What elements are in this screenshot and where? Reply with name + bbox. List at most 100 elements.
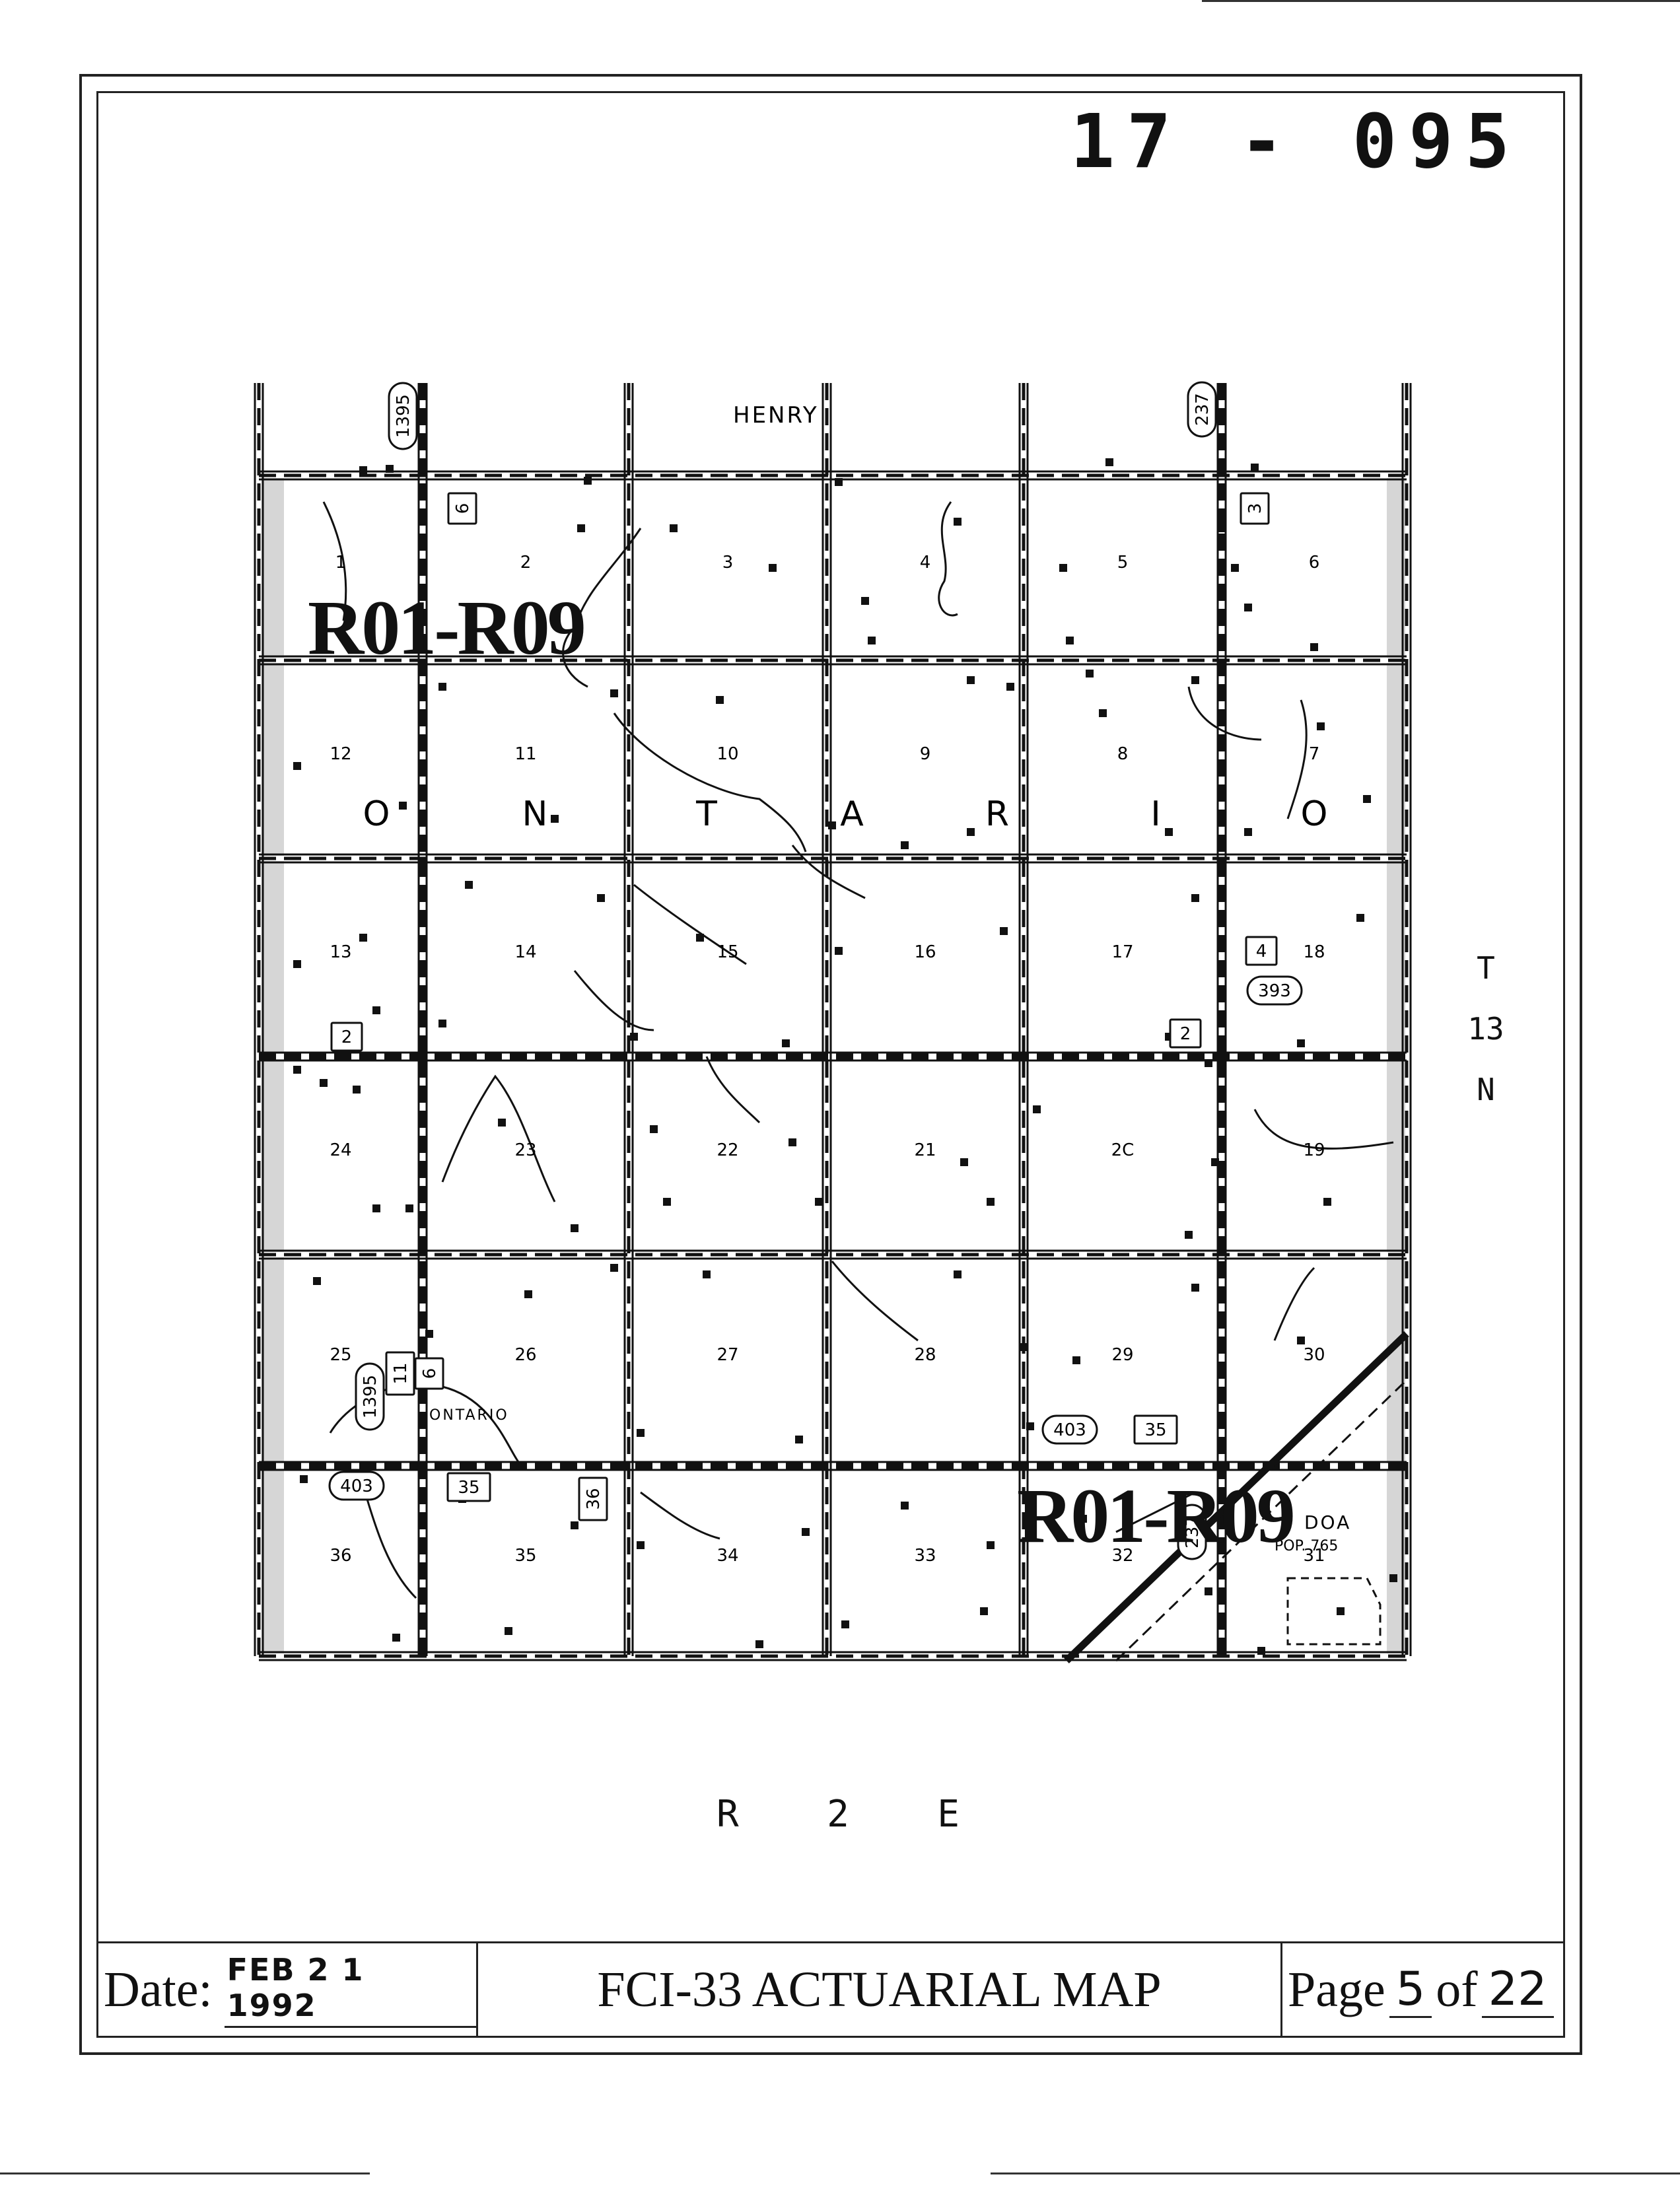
building-marker bbox=[795, 1436, 803, 1443]
building-marker bbox=[571, 1521, 578, 1529]
building-marker bbox=[1211, 1158, 1219, 1166]
building-marker bbox=[1020, 1343, 1028, 1351]
section-number: 1 bbox=[335, 553, 347, 573]
scan-line-bottom-right bbox=[991, 2172, 1680, 2174]
route-shield bbox=[355, 1362, 385, 1431]
building-marker bbox=[835, 947, 843, 955]
route-shield bbox=[1187, 381, 1217, 438]
outer-frame bbox=[79, 74, 1582, 2055]
section-number: 34 bbox=[717, 1546, 738, 1566]
section-number: 7 bbox=[1309, 744, 1320, 764]
route-shield bbox=[447, 492, 477, 525]
building-marker bbox=[987, 1541, 995, 1549]
section-number: 22 bbox=[717, 1140, 738, 1160]
building-marker bbox=[1297, 1337, 1305, 1344]
stream-line bbox=[791, 845, 866, 899]
section-number: 15 bbox=[717, 942, 738, 962]
scan-line-top bbox=[1202, 0, 1680, 2]
stream-line bbox=[573, 970, 654, 1031]
stream-line bbox=[322, 501, 347, 621]
building-marker bbox=[293, 960, 301, 968]
section-number: 5 bbox=[1117, 553, 1129, 573]
of-label: of bbox=[1436, 1961, 1478, 2017]
stream-line bbox=[705, 1056, 761, 1124]
section-number: 13 bbox=[330, 942, 351, 962]
route-shield-label: 393 bbox=[1258, 981, 1291, 1001]
section-number: 4 bbox=[920, 553, 931, 573]
township-name-letter: N bbox=[522, 794, 548, 834]
building-marker bbox=[1244, 604, 1252, 611]
building-marker bbox=[392, 1634, 400, 1642]
diagonal-road bbox=[1115, 1379, 1408, 1662]
building-marker bbox=[1323, 1198, 1331, 1206]
building-marker bbox=[300, 1475, 308, 1483]
building-marker bbox=[1310, 643, 1318, 651]
building-marker bbox=[663, 1198, 671, 1206]
township-name-letter: I bbox=[1150, 794, 1160, 834]
route-shield-label: 35 bbox=[458, 1478, 479, 1498]
neighbor-township-label: HENRY bbox=[733, 402, 819, 429]
building-marker bbox=[1297, 1039, 1305, 1047]
stream-line bbox=[362, 1485, 417, 1599]
document-number: 17 - 095 bbox=[1070, 99, 1522, 185]
building-marker bbox=[386, 465, 394, 473]
stream-line bbox=[831, 1261, 919, 1342]
edge-shading bbox=[262, 478, 284, 658]
stream-line bbox=[562, 528, 642, 688]
village-label-partial: DOA bbox=[1304, 1511, 1351, 1533]
route-shield-label: 3 bbox=[1245, 503, 1265, 514]
building-marker bbox=[769, 564, 777, 572]
date-label: Date: bbox=[104, 1961, 213, 2017]
footer-row: Date: FEB 2 1 1992 FCI-33 ACTUARIAL MAP … bbox=[98, 1941, 1563, 2036]
building-marker bbox=[1251, 464, 1259, 471]
building-marker bbox=[1165, 828, 1173, 836]
building-marker bbox=[967, 828, 975, 836]
edge-shading bbox=[262, 861, 284, 1054]
building-marker bbox=[1072, 1356, 1080, 1364]
route-shield bbox=[1177, 1504, 1207, 1560]
building-marker bbox=[1205, 1059, 1212, 1067]
building-marker bbox=[637, 1541, 645, 1549]
section-number: 19 bbox=[1303, 1140, 1325, 1160]
section-number: 28 bbox=[914, 1345, 936, 1365]
route-shield bbox=[1240, 492, 1270, 525]
section-number: 10 bbox=[717, 744, 738, 764]
building-marker bbox=[696, 934, 704, 942]
building-marker bbox=[359, 466, 367, 474]
building-marker bbox=[1337, 1607, 1345, 1615]
village-label-ontario: ONTARIO bbox=[429, 1407, 509, 1424]
building-marker bbox=[498, 1119, 506, 1127]
section-number: 30 bbox=[1303, 1345, 1325, 1365]
route-shield-label: 403 bbox=[1053, 1420, 1086, 1440]
building-marker bbox=[670, 524, 678, 532]
building-marker bbox=[828, 821, 836, 829]
building-marker bbox=[954, 518, 962, 526]
map-labels: HENRY ONTARIO DOA POP. 765 bbox=[429, 402, 1351, 1554]
building-marker bbox=[788, 1138, 796, 1146]
map-title: FCI-33 ACTUARIAL MAP bbox=[597, 1961, 1162, 2017]
building-marker bbox=[1006, 683, 1014, 691]
edge-shading bbox=[262, 1469, 284, 1653]
stream-line bbox=[640, 1491, 720, 1540]
route-shield-label: 2 bbox=[341, 1027, 353, 1047]
footer-title-cell: FCI-33 ACTUARIAL MAP bbox=[478, 1943, 1282, 2036]
building-marker bbox=[1191, 1284, 1199, 1292]
route-shield-label: 237 bbox=[1193, 393, 1212, 426]
building-marker bbox=[359, 934, 367, 942]
route-shield bbox=[1169, 1018, 1202, 1049]
section-number: 8 bbox=[1117, 744, 1129, 764]
section-number: 14 bbox=[514, 942, 536, 962]
section-number: 2C bbox=[1111, 1140, 1135, 1160]
section-number: 36 bbox=[330, 1546, 351, 1566]
building-marker bbox=[1218, 524, 1226, 532]
building-marker bbox=[1191, 676, 1199, 684]
section-number: 29 bbox=[1111, 1345, 1133, 1365]
building-marker bbox=[1389, 1574, 1397, 1582]
streams bbox=[322, 501, 1394, 1599]
page-label: Page bbox=[1288, 1961, 1385, 2017]
building-marker bbox=[505, 1627, 512, 1635]
route-shield-label: 36 bbox=[584, 1488, 604, 1510]
footer-page-cell: Page 5 of 22 bbox=[1282, 1943, 1563, 2036]
stream-line bbox=[1273, 1267, 1315, 1341]
